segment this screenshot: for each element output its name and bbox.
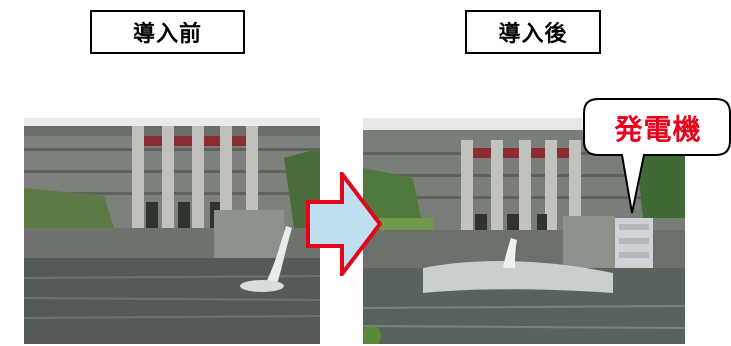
arrow-shape [306,172,382,276]
right-arrow-icon [306,172,382,276]
after-label: 導入後 [465,10,601,54]
before-label: 導入前 [90,10,245,54]
generator-callout-label: 発電機 [614,113,702,146]
callout-bubble [583,98,731,214]
dam-photo-before [24,118,320,344]
